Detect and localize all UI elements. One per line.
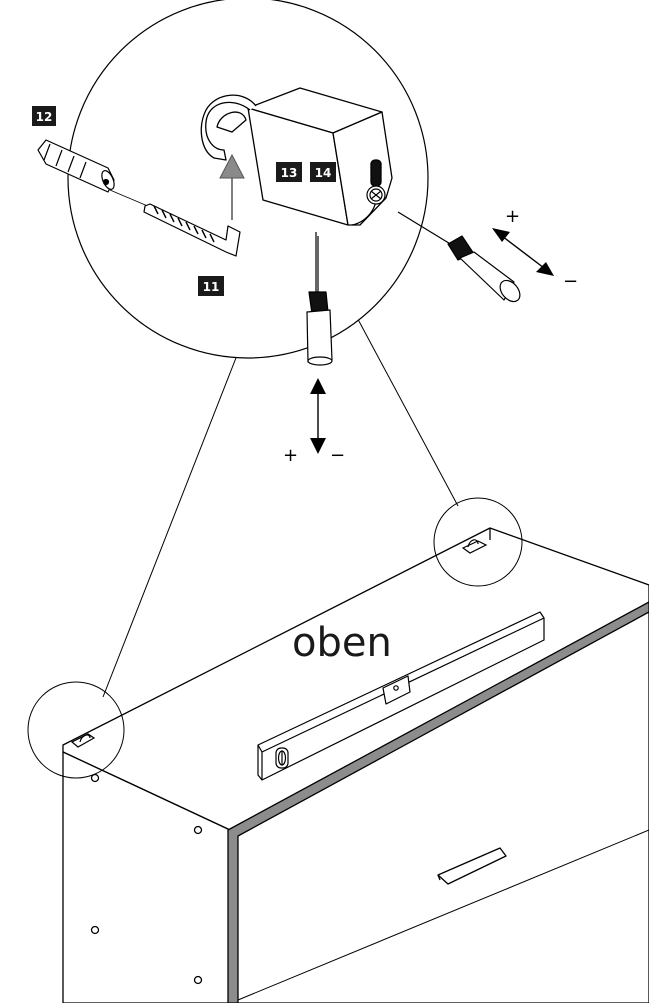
bracket-hook (200, 94, 257, 161)
side-hole (90, 925, 100, 935)
label-13: 13 (276, 162, 302, 182)
detail-circle-left (27, 681, 125, 779)
svg-text:11: 11 (203, 280, 220, 294)
drawer-handle (437, 847, 507, 885)
vertical-minus-sign: − (330, 445, 345, 466)
dowel-guide-line (109, 189, 151, 208)
svg-text:14: 14 (315, 166, 332, 180)
adjustment-screw-head (366, 185, 386, 205)
spirit-level (257, 611, 545, 781)
detail-circle-right (433, 497, 523, 587)
top-side-label: oben (292, 620, 392, 666)
zoom-detail-circle (67, 0, 429, 359)
label-12: 12 (32, 106, 56, 126)
depth-plus-sign: + (505, 206, 520, 227)
zoom-connector-lines (102, 309, 459, 698)
screwdriver-diagonal (397, 211, 521, 303)
vertical-adjust-arrow (310, 378, 326, 454)
screwdriver-vertical (306, 232, 333, 366)
wall-dowel (37, 139, 115, 193)
vertical-plus-sign: + (283, 445, 298, 466)
cabinet-front-edge (227, 601, 649, 1003)
cabinet-side-panel (62, 751, 231, 1003)
hook-screw (143, 203, 241, 257)
side-hole (193, 825, 203, 835)
label-11: 11 (198, 276, 224, 296)
side-hole (193, 975, 203, 985)
depth-minus-sign: − (563, 271, 578, 292)
level-vial (275, 747, 289, 769)
label-14: 14 (310, 162, 336, 182)
svg-text:12: 12 (36, 110, 53, 124)
cabinet (62, 527, 649, 1003)
svg-text:13: 13 (281, 166, 298, 180)
hook-arrow (219, 153, 245, 220)
depth-adjust-arrow (492, 228, 554, 276)
